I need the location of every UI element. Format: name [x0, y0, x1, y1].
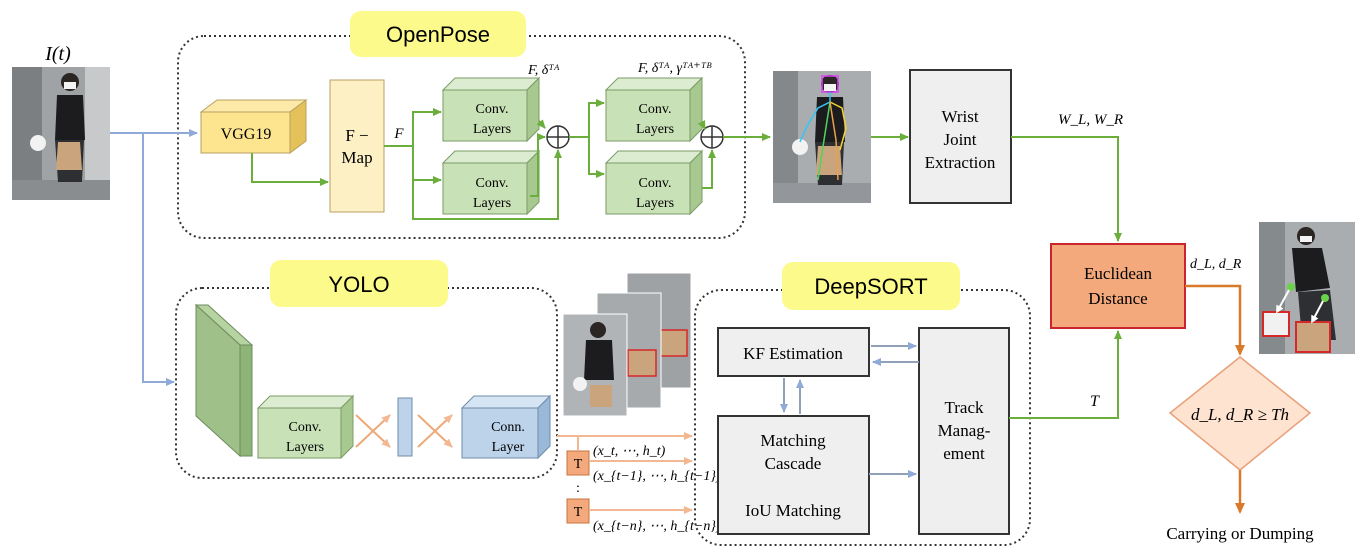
wrist-joint-extraction-box: [909, 69, 1012, 204]
track-badge-t-label: T: [574, 457, 583, 472]
t-output-label: T: [1090, 393, 1100, 410]
svg-text:Layers: Layers: [286, 440, 324, 455]
vgg19-label: VGG19: [221, 126, 272, 143]
svg-text:Layer: Layer: [492, 440, 525, 455]
wrist-label-line2: Joint: [943, 130, 976, 149]
conv-block-s1-top: Conv. Layers: [441, 76, 541, 143]
wrist-label-line3: Extraction: [925, 153, 996, 172]
bbox-t: (x_t, ⋯, h_t): [593, 444, 666, 459]
vgg19-block: [199, 99, 308, 154]
stage1-output-label: F, δᵀᴬ: [527, 63, 560, 78]
stage2-output-label: F, δᵀᴬ, γᵀᴬ⁺ᵀᴮ: [637, 61, 712, 76]
fc-cross-arrows-1: [355, 414, 391, 448]
yolo-conn-block: Conn. Layer: [460, 394, 552, 460]
deepsort-title-badge: [782, 262, 960, 310]
euclidean-line2: Distance: [1088, 289, 1147, 308]
yolo-output-lines: [557, 432, 693, 514]
svg-text:Conv.: Conv.: [476, 102, 509, 117]
bbox-t-minus-1: (x_{t−1}, ⋯, h_{t−1}): [593, 469, 721, 484]
fc-cross-arrows-2: [417, 414, 453, 448]
svg-text:Conn.: Conn.: [491, 420, 525, 435]
yolo-fc-layer: [397, 397, 413, 457]
matching-cascade-line2: Cascade: [765, 454, 822, 473]
svg-text:Conv.: Conv.: [639, 102, 672, 117]
svg-text:Layers: Layers: [636, 122, 674, 137]
matching-cascade-line1: Matching: [760, 431, 826, 450]
svg-text:Layers: Layers: [473, 196, 511, 211]
svg-text:Conv.: Conv.: [289, 420, 322, 435]
euclidean-distance-box: [1050, 243, 1186, 329]
conv-block-s1-bottom: Conv. Layers: [441, 149, 541, 216]
conv-block-s2-bottom: Conv. Layers: [604, 149, 704, 216]
track-badge-t: [566, 450, 590, 476]
svg-text:Conv.: Conv.: [476, 176, 509, 191]
wl-wr-label: W_L, W_R: [1058, 112, 1123, 128]
fmap-label-line1: F −: [345, 126, 368, 145]
dl-dr-label: d_L, d_R: [1190, 257, 1242, 272]
track-badge-tn-label: T: [574, 505, 583, 520]
openpose-title: OpenPose: [386, 22, 490, 47]
track-management-line2: Manag-: [938, 421, 991, 440]
fmap-label-line2: Map: [341, 148, 372, 167]
input-label: I(t): [44, 43, 71, 65]
arrow-euclid-to-decision: [1185, 284, 1245, 356]
track-badge-tn: [566, 498, 590, 524]
svg-text:Layers: Layers: [636, 196, 674, 211]
result-label: Carrying or Dumping: [1166, 524, 1314, 543]
kf-estimation-box: [717, 327, 870, 377]
kf-estimation-label: KF Estimation: [743, 344, 843, 363]
f-label: F: [393, 126, 404, 142]
decision-condition: d_L, d_R ≥ Th: [1191, 405, 1289, 424]
detection-frames-stack: [562, 272, 692, 417]
sum-node-2: [700, 125, 724, 149]
iou-matching-label: IoU Matching: [745, 501, 841, 520]
deepsort-title: DeepSORT: [814, 274, 927, 299]
yolo-conv-block: Conv. Layers: [256, 394, 355, 460]
deepsort-arrows: [780, 342, 919, 478]
sum-node-1: [546, 125, 570, 149]
input-arrows: [110, 129, 198, 386]
pose-output-image: [773, 71, 871, 203]
track-management-line3: ement: [943, 444, 985, 463]
arrow-tracks-to-euclid: [1009, 330, 1122, 419]
yolo-title: YOLO: [328, 272, 389, 297]
track-management-box: [918, 327, 1010, 535]
track-dots: :: [576, 481, 580, 496]
euclidean-line1: Euclidean: [1084, 264, 1152, 283]
yolo-input-layer: [194, 303, 254, 458]
yolo-title-badge: [270, 260, 448, 307]
openpose-title-badge: [350, 11, 526, 57]
wrist-label-line1: Wrist: [941, 107, 978, 126]
conv-block-s2-top: Conv. Layers: [604, 76, 704, 143]
track-management-line1: Track: [944, 398, 984, 417]
bbox-t-minus-n: (x_{t−n}, ⋯, h_{t−n}): [593, 519, 721, 534]
arrow-wrist-to-euclid: [1011, 136, 1122, 242]
yolo-container: [175, 287, 558, 479]
fmap-block: [329, 79, 385, 213]
openpose-arrows: [251, 99, 771, 220]
svg-text:Layers: Layers: [473, 122, 511, 137]
result-image: [1259, 222, 1355, 354]
svg-text:Conv.: Conv.: [639, 176, 672, 191]
input-frame-image: [12, 67, 110, 200]
